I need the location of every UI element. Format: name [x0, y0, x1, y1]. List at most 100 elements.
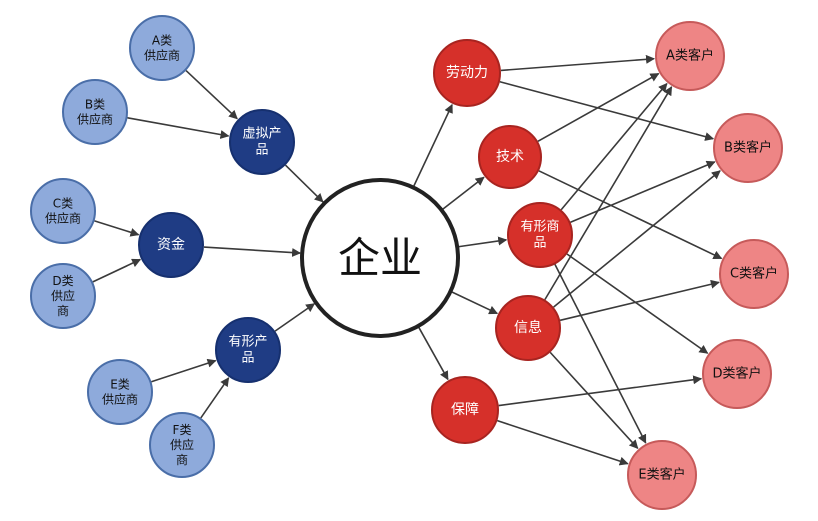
arrow-enterprise-to-technology — [441, 176, 485, 211]
arrow-enterprise-to-information — [451, 291, 499, 315]
arrow-enterprise-to-tangible-goods — [458, 236, 508, 248]
arrow-enterprise-to-guarantee — [417, 326, 449, 381]
node-circle — [507, 202, 573, 268]
arrow-supplier-f-to-tangible-product — [200, 377, 230, 419]
arrow-tangible-goods-to-customer-a — [560, 82, 668, 211]
node-label: B类客户 — [724, 140, 772, 156]
node-label: 品 — [255, 143, 268, 158]
node-circle — [495, 295, 561, 361]
node-label: C类 — [53, 197, 73, 211]
node-label: 供应 — [51, 288, 75, 303]
node-label: D类 — [52, 274, 73, 288]
node-circle — [215, 317, 281, 383]
node-labor: 劳动力 — [433, 39, 501, 107]
node-circle — [702, 339, 772, 409]
arrow-information-to-customer-b — [553, 170, 721, 308]
node-technology: 技术 — [478, 125, 542, 189]
node-circle — [149, 412, 215, 478]
connection-arrows — [92, 54, 723, 466]
arrow-technology-to-customer-a — [537, 72, 660, 143]
node-circle — [30, 178, 96, 244]
node-customer-b: B类客户 — [713, 113, 783, 183]
node-circle — [129, 15, 195, 81]
node-customer-d: D类客户 — [702, 339, 772, 409]
arrow-tangible-goods-to-customer-e — [554, 264, 647, 444]
node-circle — [87, 359, 153, 425]
node-label: 有形产 — [228, 334, 267, 349]
node-circle — [431, 376, 499, 444]
node-label: 信息 — [514, 319, 542, 336]
node-label: A类客户 — [666, 48, 714, 64]
node-label: E类 — [110, 378, 130, 392]
node-circle — [655, 21, 725, 91]
arrow-tangible-product-to-enterprise — [274, 303, 316, 332]
arrow-guarantee-to-customer-e — [497, 419, 629, 466]
arrow-labor-to-customer-b — [499, 80, 715, 141]
arrow-supplier-a-to-virtual-product — [185, 70, 238, 120]
node-circle — [627, 440, 697, 510]
node-circle — [478, 125, 542, 189]
node-label: 技术 — [496, 149, 524, 165]
diagram-nodes: A类供应商B类供应商C类供应商D类供应商E类供应商F类供应商虚拟产品资金有形产品… — [30, 15, 789, 510]
node-label: 供应商 — [45, 211, 81, 226]
arrow-virtual-product-to-enterprise — [284, 164, 324, 203]
node-label: 供应 — [170, 437, 194, 452]
node-customer-a: A类客户 — [655, 21, 725, 91]
node-label: 供应商 — [144, 48, 180, 63]
node-circle — [229, 109, 295, 175]
node-label: B类 — [85, 98, 105, 112]
node-circle — [30, 263, 96, 329]
node-circle — [719, 239, 789, 309]
node-label: C类客户 — [730, 266, 778, 282]
node-label: A类 — [152, 34, 172, 48]
node-customer-c: C类客户 — [719, 239, 789, 309]
arrow-supplier-d-to-funds — [92, 258, 142, 283]
node-funds: 资金 — [138, 212, 204, 278]
arrow-tangible-goods-to-customer-b — [570, 160, 716, 224]
node-label: 劳动力 — [446, 65, 488, 81]
arrow-technology-to-customer-c — [538, 170, 723, 260]
node-information: 信息 — [495, 295, 561, 361]
node-label: 商 — [176, 452, 188, 467]
arrow-labor-to-customer-a — [500, 54, 656, 72]
arrow-information-to-customer-e — [549, 351, 639, 450]
node-label: 品 — [241, 351, 254, 366]
node-label: 供应商 — [102, 392, 138, 407]
node-label: 有形商 — [520, 219, 559, 234]
node-label: 商 — [57, 303, 69, 318]
node-label: 虚拟产 — [242, 126, 281, 141]
node-guarantee: 保障 — [431, 376, 499, 444]
node-label: 企业 — [338, 234, 422, 283]
arrow-information-to-customer-c — [559, 279, 720, 322]
node-label: D类客户 — [712, 366, 761, 382]
arrow-supplier-b-to-virtual-product — [127, 117, 230, 139]
node-enterprise: 企业 — [300, 178, 460, 338]
node-label: 保障 — [451, 402, 479, 418]
arrow-supplier-e-to-tangible-product — [151, 358, 217, 383]
node-label: 供应商 — [77, 112, 113, 127]
node-label: F类 — [173, 423, 192, 437]
arrow-enterprise-to-labor — [412, 103, 453, 187]
arrow-information-to-customer-a — [544, 86, 673, 301]
arrow-supplier-c-to-funds — [94, 220, 140, 237]
arrow-funds-to-enterprise — [203, 246, 302, 258]
arrow-tangible-goods-to-customer-d — [566, 253, 709, 354]
node-label: E类客户 — [638, 467, 685, 483]
node-circle — [713, 113, 783, 183]
arrow-guarantee-to-customer-d — [498, 375, 703, 407]
node-circle — [138, 212, 204, 278]
node-circle — [433, 39, 501, 107]
node-customer-e: E类客户 — [627, 440, 697, 510]
node-label: 资金 — [157, 237, 185, 253]
node-label: 品 — [533, 236, 546, 251]
